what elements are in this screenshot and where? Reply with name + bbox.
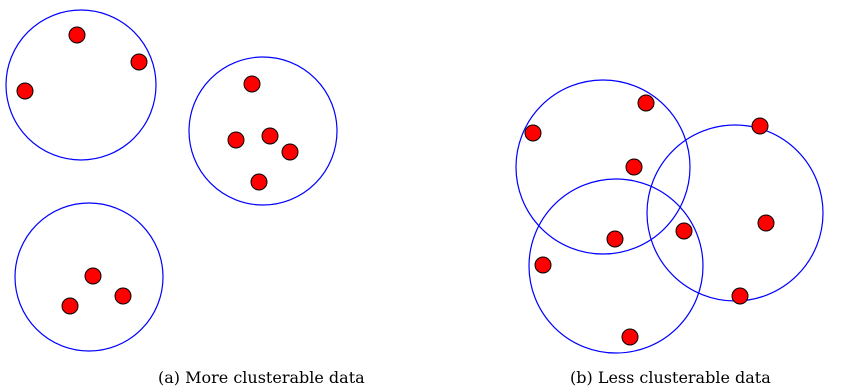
data-point-b-3 (625, 158, 643, 176)
data-point-b-6 (675, 222, 693, 240)
cluster-circle-a-2 (188, 56, 338, 206)
panel-more-clusterable (5, 9, 338, 352)
data-point-b-9 (731, 287, 749, 305)
panel-less-clusterable (515, 79, 824, 354)
data-point-a-9 (84, 267, 102, 285)
data-point-a-5 (227, 131, 245, 149)
data-point-a-8 (250, 173, 268, 191)
data-point-a-11 (61, 297, 79, 315)
data-point-b-8 (534, 256, 552, 274)
data-point-a-3 (16, 82, 34, 100)
caption-less-clusterable: (b) Less clusterable data (570, 368, 771, 387)
data-point-a-6 (261, 127, 279, 145)
cluster-circle-b-1 (515, 79, 691, 255)
data-point-b-2 (524, 124, 542, 142)
data-point-b-10 (621, 328, 639, 346)
data-point-a-10 (114, 287, 132, 305)
data-point-a-2 (130, 53, 148, 71)
data-point-b-4 (751, 117, 769, 135)
cluster-circle-a-1 (5, 9, 157, 161)
cluster-circle-b-2 (646, 124, 824, 302)
cluster-circle-b-3 (528, 178, 704, 354)
data-point-b-7 (606, 230, 624, 248)
data-point-b-1 (637, 94, 655, 112)
data-point-a-7 (281, 143, 299, 161)
caption-more-clusterable: (a) More clusterable data (158, 368, 365, 387)
data-point-a-4 (243, 75, 261, 93)
data-point-b-5 (757, 214, 775, 232)
data-point-a-1 (68, 26, 86, 44)
cluster-circle-a-3 (14, 202, 164, 352)
